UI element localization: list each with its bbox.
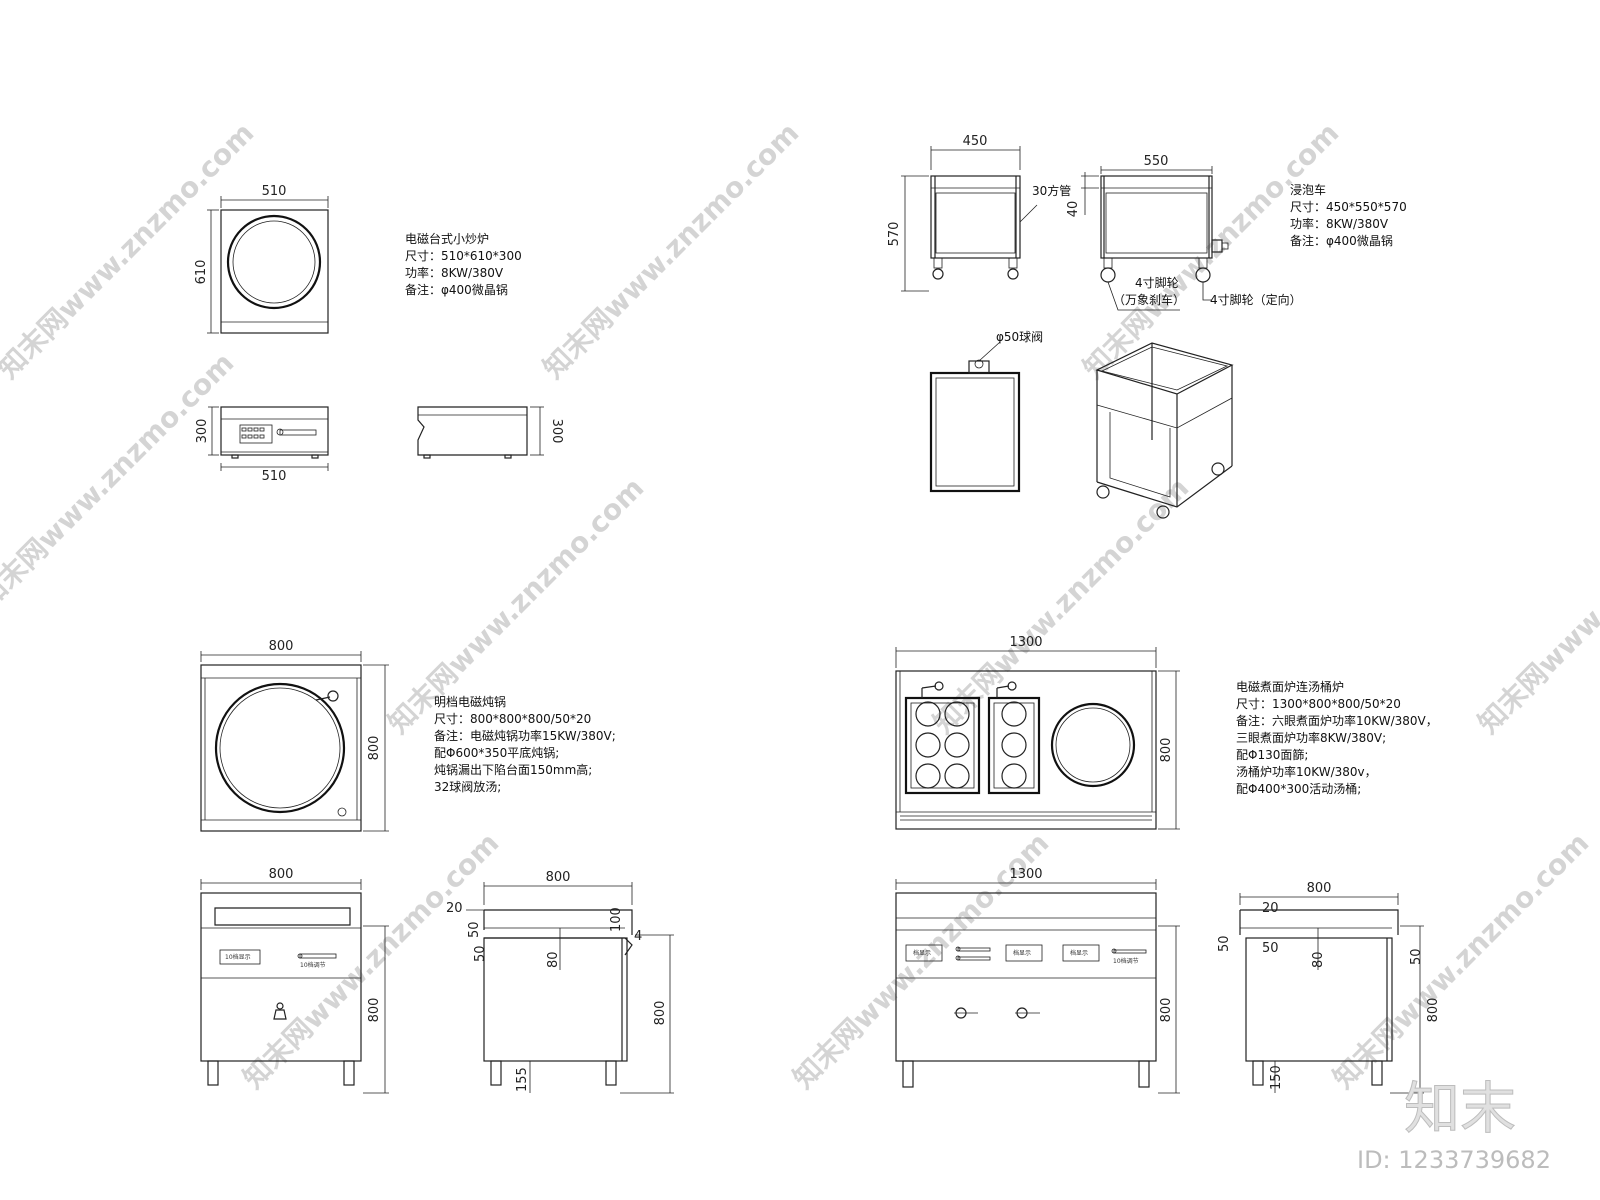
stew-pot-note-line: 32球阀放汤; xyxy=(434,779,501,794)
dim-noodle-50: 50 xyxy=(1217,935,1232,952)
control-panel-buttons xyxy=(241,427,265,439)
dim-cart-side-width: 550 xyxy=(1144,154,1169,169)
dim-stir-front-width: 510 xyxy=(262,469,287,484)
watermark-layer: 知末网www.znzmo.com 知末网www.znzmo.com 知末网www… xyxy=(0,116,1600,1095)
stew-pot-side-view: 800 20 50 50 100 4 80 155 800 xyxy=(446,870,674,1094)
image-id: ID: 1233739682 xyxy=(1357,1146,1551,1174)
dim-noodle-top-height: 800 xyxy=(1159,738,1174,763)
dim-noodle-50b: 50 xyxy=(1262,941,1279,956)
stir-fry-note-line: 尺寸：510*610*300 xyxy=(405,249,522,263)
watermark-text: 知末网www.znzmo.com xyxy=(927,471,1196,740)
noodle-display-label: 档显示 xyxy=(1013,949,1031,957)
watermark-text: 知末网www.znzmo.com xyxy=(0,346,240,615)
watermark-text: 知末网www.znzmo.com xyxy=(1327,826,1596,1095)
soak-cart-side-view: 550 40 4寸脚轮 （万象刹车） 4寸脚轮（定向） xyxy=(1066,154,1302,311)
soak-cart-note-line: 尺寸：450*550*570 xyxy=(1290,200,1407,214)
soak-cart-top-view: φ50球阀 xyxy=(929,330,1043,493)
cart-caster-swivel-label: 4寸脚轮 xyxy=(1135,275,1179,290)
stew-pot-front-view: 10档显示 10档调节 800 800 xyxy=(200,867,389,1094)
dim-stir-top-height: 610 xyxy=(194,260,209,285)
watermark-text: 知末网www.znzmo.com xyxy=(537,116,806,385)
noodle-vent-hatching xyxy=(900,815,1152,821)
dim-stew-50b: 50 xyxy=(473,945,488,962)
dim-stew-20: 20 xyxy=(446,901,463,916)
cart-valve-label: φ50球阀 xyxy=(996,330,1043,344)
noodle-side-view: 800 20 50 50 80 50 150 800 xyxy=(1217,881,1441,1094)
stew-pot-notes: 明档电磁炖锅 尺寸：800*800*800/50*20 备注：电磁炖锅功率15K… xyxy=(434,694,616,794)
dim-stir-front-height: 300 xyxy=(195,419,210,444)
dim-stew-front-width: 800 xyxy=(269,867,294,882)
stir-fry-note-line: 备注：φ400微晶锅 xyxy=(405,282,508,297)
stir-fry-side-view: 300 xyxy=(417,406,564,459)
dim-stew-top-height: 800 xyxy=(367,736,382,761)
dim-stew-top-width: 800 xyxy=(269,639,294,654)
noodle-note-line: 汤桶炉功率10KW/380v， xyxy=(1236,764,1377,779)
stir-fry-note-line: 功率：8KW/380V xyxy=(405,265,504,280)
soak-cart-notes: 浸泡车 尺寸：450*550*570 功率：8KW/380V 备注：φ400微晶… xyxy=(1290,182,1407,248)
soak-cart-title: 浸泡车 xyxy=(1290,182,1326,197)
stew-pot-top-view: 800 800 xyxy=(200,639,389,832)
dim-cart-height: 570 xyxy=(887,222,902,247)
dim-cart-top: 40 xyxy=(1066,201,1081,218)
dim-noodle-side-height: 800 xyxy=(1426,998,1441,1023)
noodle-note-line: 尺寸：1300*800*800/50*20 xyxy=(1236,697,1401,711)
soak-cart-front-view: 450 570 30方管 xyxy=(887,134,1071,292)
soak-cart-note-line: 备注：φ400微晶锅 xyxy=(1290,233,1393,248)
stew-pot-note-line: 尺寸：800*800*800/50*20 xyxy=(434,712,591,726)
noodle-note-line: 三眼煮面炉功率8KW/380V; xyxy=(1236,730,1386,745)
stew-pot-note-line: 炖锅漏出下陷台面150mm高; xyxy=(434,762,592,777)
stir-fry-top-view: 510 610 xyxy=(194,184,329,334)
noodle-note-line: 配Φ400*300活动汤桶; xyxy=(1236,781,1361,796)
watermark-text: 知末网www.znzmo.com xyxy=(1472,471,1600,740)
dim-stew-80: 80 xyxy=(546,951,561,968)
dim-stew-50: 50 xyxy=(467,921,482,938)
noodle-note-line: 配Φ130面篩; xyxy=(1236,747,1308,762)
dim-noodle-front-height: 800 xyxy=(1159,998,1174,1023)
noodle-display-label: 档显示 xyxy=(1070,949,1088,957)
watermark-text: 知末网www.znzmo.com xyxy=(1077,116,1346,385)
stew-front-knob-label: 10档调节 xyxy=(300,961,326,969)
watermark-text: 知末网www.znzmo.com xyxy=(382,471,651,740)
dim-stew-4: 4 xyxy=(634,929,642,944)
dim-stir-side-height: 300 xyxy=(549,419,564,444)
dim-stew-155: 155 xyxy=(515,1067,530,1092)
dim-noodle-20: 20 xyxy=(1262,901,1279,916)
cart-tube-label: 30方管 xyxy=(1032,183,1071,198)
stir-fry-notes: 电磁台式小炒炉 尺寸：510*610*300 功率：8KW/380V 备注：φ4… xyxy=(405,231,522,297)
cart-caster-swivel-sub: （万象刹车） xyxy=(1113,292,1185,307)
noodle-knob-label: 10档调节 xyxy=(1113,957,1139,965)
dim-stew-side-height: 800 xyxy=(653,1001,668,1026)
stew-pot-title: 明档电磁炖锅 xyxy=(434,694,506,709)
noodle-title: 电磁煮面炉连汤桶炉 xyxy=(1236,679,1344,694)
dim-stir-top-width: 510 xyxy=(262,184,287,199)
noodle-display-label: 档显示 xyxy=(913,949,931,957)
dim-noodle-150: 150 xyxy=(1269,1065,1284,1090)
dim-noodle-side-width: 800 xyxy=(1307,881,1332,896)
dim-noodle-top-width: 1300 xyxy=(1009,635,1042,650)
noodle-top-view: 1300 800 xyxy=(895,635,1180,830)
stir-fry-front-view: 510 300 xyxy=(195,406,329,484)
dim-stew-front-height: 800 xyxy=(367,998,382,1023)
stew-pot-note-line: 配Φ600*350平底炖锅; xyxy=(434,745,559,760)
dim-stew-side-width: 800 xyxy=(546,870,571,885)
dim-cart-front-width: 450 xyxy=(963,134,988,149)
dim-noodle-80: 80 xyxy=(1311,951,1326,968)
noodle-front-view: 档显示 档显示 档显示 10档调节 1300 800 xyxy=(895,867,1180,1094)
dim-noodle-50c: 50 xyxy=(1409,948,1424,965)
dim-noodle-front-width: 1300 xyxy=(1009,867,1042,882)
cart-caster-fixed-label: 4寸脚轮（定向） xyxy=(1210,292,1302,307)
soak-cart-note-line: 功率：8KW/380V xyxy=(1290,216,1389,231)
stew-pot-note-line: 备注：电磁炖锅功率15KW/380V; xyxy=(434,728,616,743)
dim-stew-100: 100 xyxy=(609,907,624,932)
stew-front-display-label: 10档显示 xyxy=(225,953,251,961)
noodle-note-line: 备注：六眼煮面炉功率10KW/380V， xyxy=(1236,713,1438,728)
stir-fry-title: 电磁台式小炒炉 xyxy=(405,231,489,246)
brand-logo: 知末 xyxy=(1404,1077,1516,1142)
noodle-notes: 电磁煮面炉连汤桶炉 尺寸：1300*800*800/50*20 备注：六眼煮面炉… xyxy=(1236,679,1438,796)
soak-cart-isometric xyxy=(1095,342,1234,519)
